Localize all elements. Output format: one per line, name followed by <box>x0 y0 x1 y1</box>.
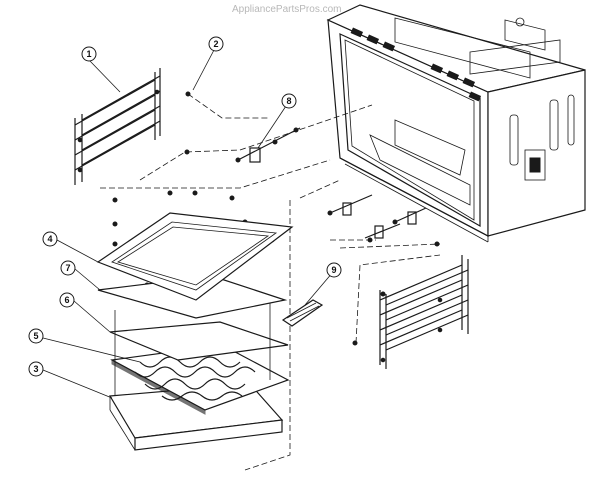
callout-4-label: 4 <box>47 234 52 244</box>
callout-5: 5 <box>28 328 44 344</box>
watermark: AppliancePartsPros.com <box>232 4 342 15</box>
insulation-plate <box>109 295 289 395</box>
callout-2: 2 <box>208 36 224 52</box>
callout-6-label: 6 <box>64 295 69 305</box>
callout-8-label: 8 <box>286 96 291 106</box>
callout-9: 9 <box>326 262 342 278</box>
callout-4: 4 <box>42 231 58 247</box>
right-rack-support <box>379 255 469 369</box>
callout-6: 6 <box>59 292 75 308</box>
callout-1-label: 1 <box>86 49 91 59</box>
oven-cavity <box>326 4 586 243</box>
callout-3: 3 <box>28 361 44 377</box>
callout-1: 1 <box>81 46 97 62</box>
door-hinge-bracket <box>235 127 301 163</box>
callout-8: 8 <box>281 93 297 109</box>
terminal-connector <box>281 299 324 327</box>
frame-gasket <box>96 212 294 301</box>
callout-9-label: 9 <box>331 265 336 275</box>
callout-5-label: 5 <box>33 331 38 341</box>
callout-7-label: 7 <box>65 263 70 273</box>
lower-hinge-brackets <box>327 194 427 243</box>
callout-leaders <box>42 49 334 399</box>
left-rack-support <box>74 68 161 185</box>
callout-2-label: 2 <box>213 39 218 49</box>
bake-element <box>110 344 290 415</box>
callout-7: 7 <box>60 260 76 276</box>
callout-3-label: 3 <box>33 364 38 374</box>
